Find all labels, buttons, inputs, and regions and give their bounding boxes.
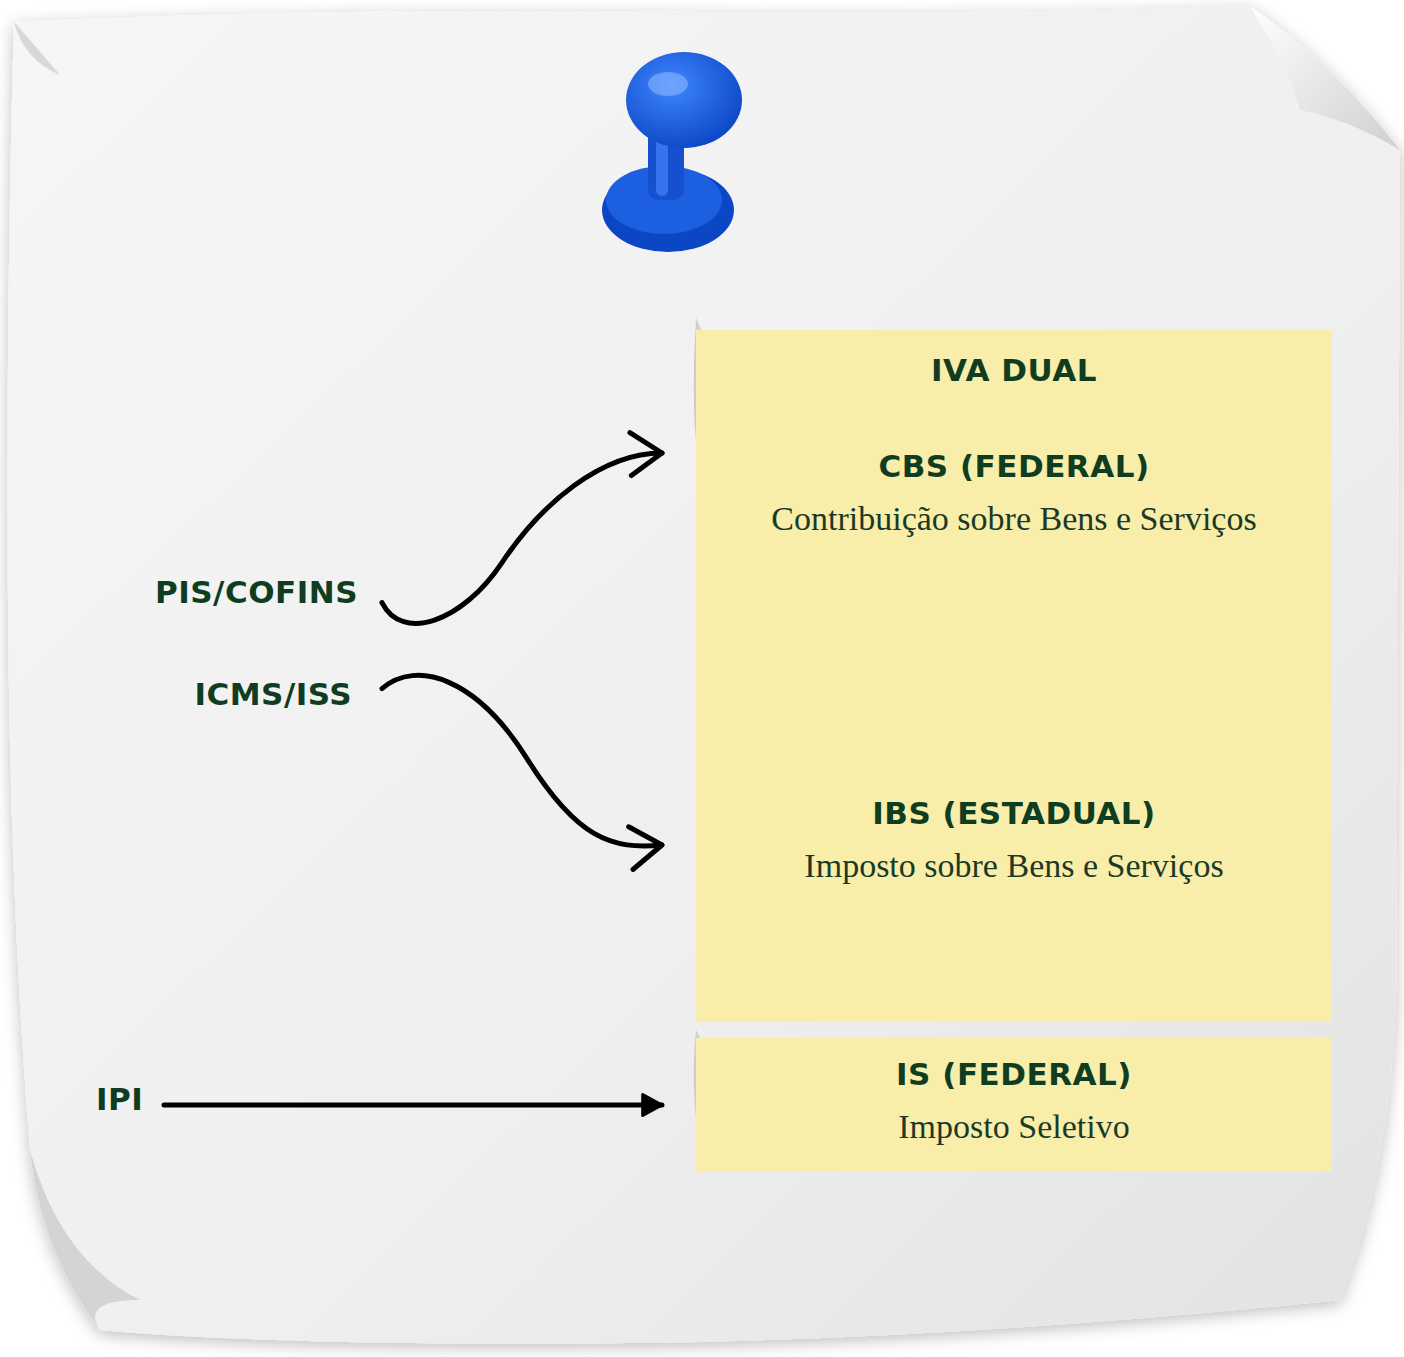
source-label: PIS/COFINS <box>151 574 358 611</box>
source-label: ICMS/ISS <box>190 676 352 713</box>
arrow-line <box>164 1103 662 1108</box>
is-note: IS (FEDERAL) Imposto Seletivo <box>696 1038 1332 1172</box>
paper-curl <box>30 1150 140 1330</box>
node-heading: IBS (ESTADUAL) <box>712 795 1316 832</box>
node-heading: CBS (FEDERAL) <box>712 448 1316 485</box>
source-label: IPI <box>96 1081 148 1118</box>
ibs-box: IBS (ESTADUAL) Imposto sobre Bens e Servi… <box>696 795 1332 887</box>
flow-arrow <box>164 1094 662 1115</box>
arrow-head <box>643 1094 662 1115</box>
arrow-head <box>629 827 662 870</box>
iva-note: IVA DUAL CBS (FEDERAL) Contribuição sobre … <box>696 330 1332 1022</box>
paper-curl <box>1250 6 1400 150</box>
node-heading: IS (FEDERAL) <box>712 1056 1316 1093</box>
node-heading: PIS/COFINS <box>151 574 358 611</box>
paper-curl <box>14 22 60 75</box>
arrow-line <box>382 453 662 623</box>
node-description: Imposto sobre Bens e Serviços <box>712 846 1316 887</box>
node-description: Imposto Seletivo <box>712 1107 1316 1148</box>
flow-arrow <box>382 675 662 869</box>
cbs-box: CBS (FEDERAL) Contribuição sobre Bens e S… <box>696 448 1332 540</box>
node-heading: IVA DUAL <box>712 352 1316 389</box>
node-heading: IPI <box>96 1081 148 1118</box>
node-description: Contribuição sobre Bens e Serviços <box>712 499 1316 540</box>
arrow-line <box>382 675 662 846</box>
paper-sheet <box>8 6 1400 1344</box>
flow-arrow <box>382 433 662 624</box>
arrow-head <box>630 433 662 476</box>
push-pin <box>602 52 742 252</box>
node-heading: ICMS/ISS <box>190 676 352 713</box>
